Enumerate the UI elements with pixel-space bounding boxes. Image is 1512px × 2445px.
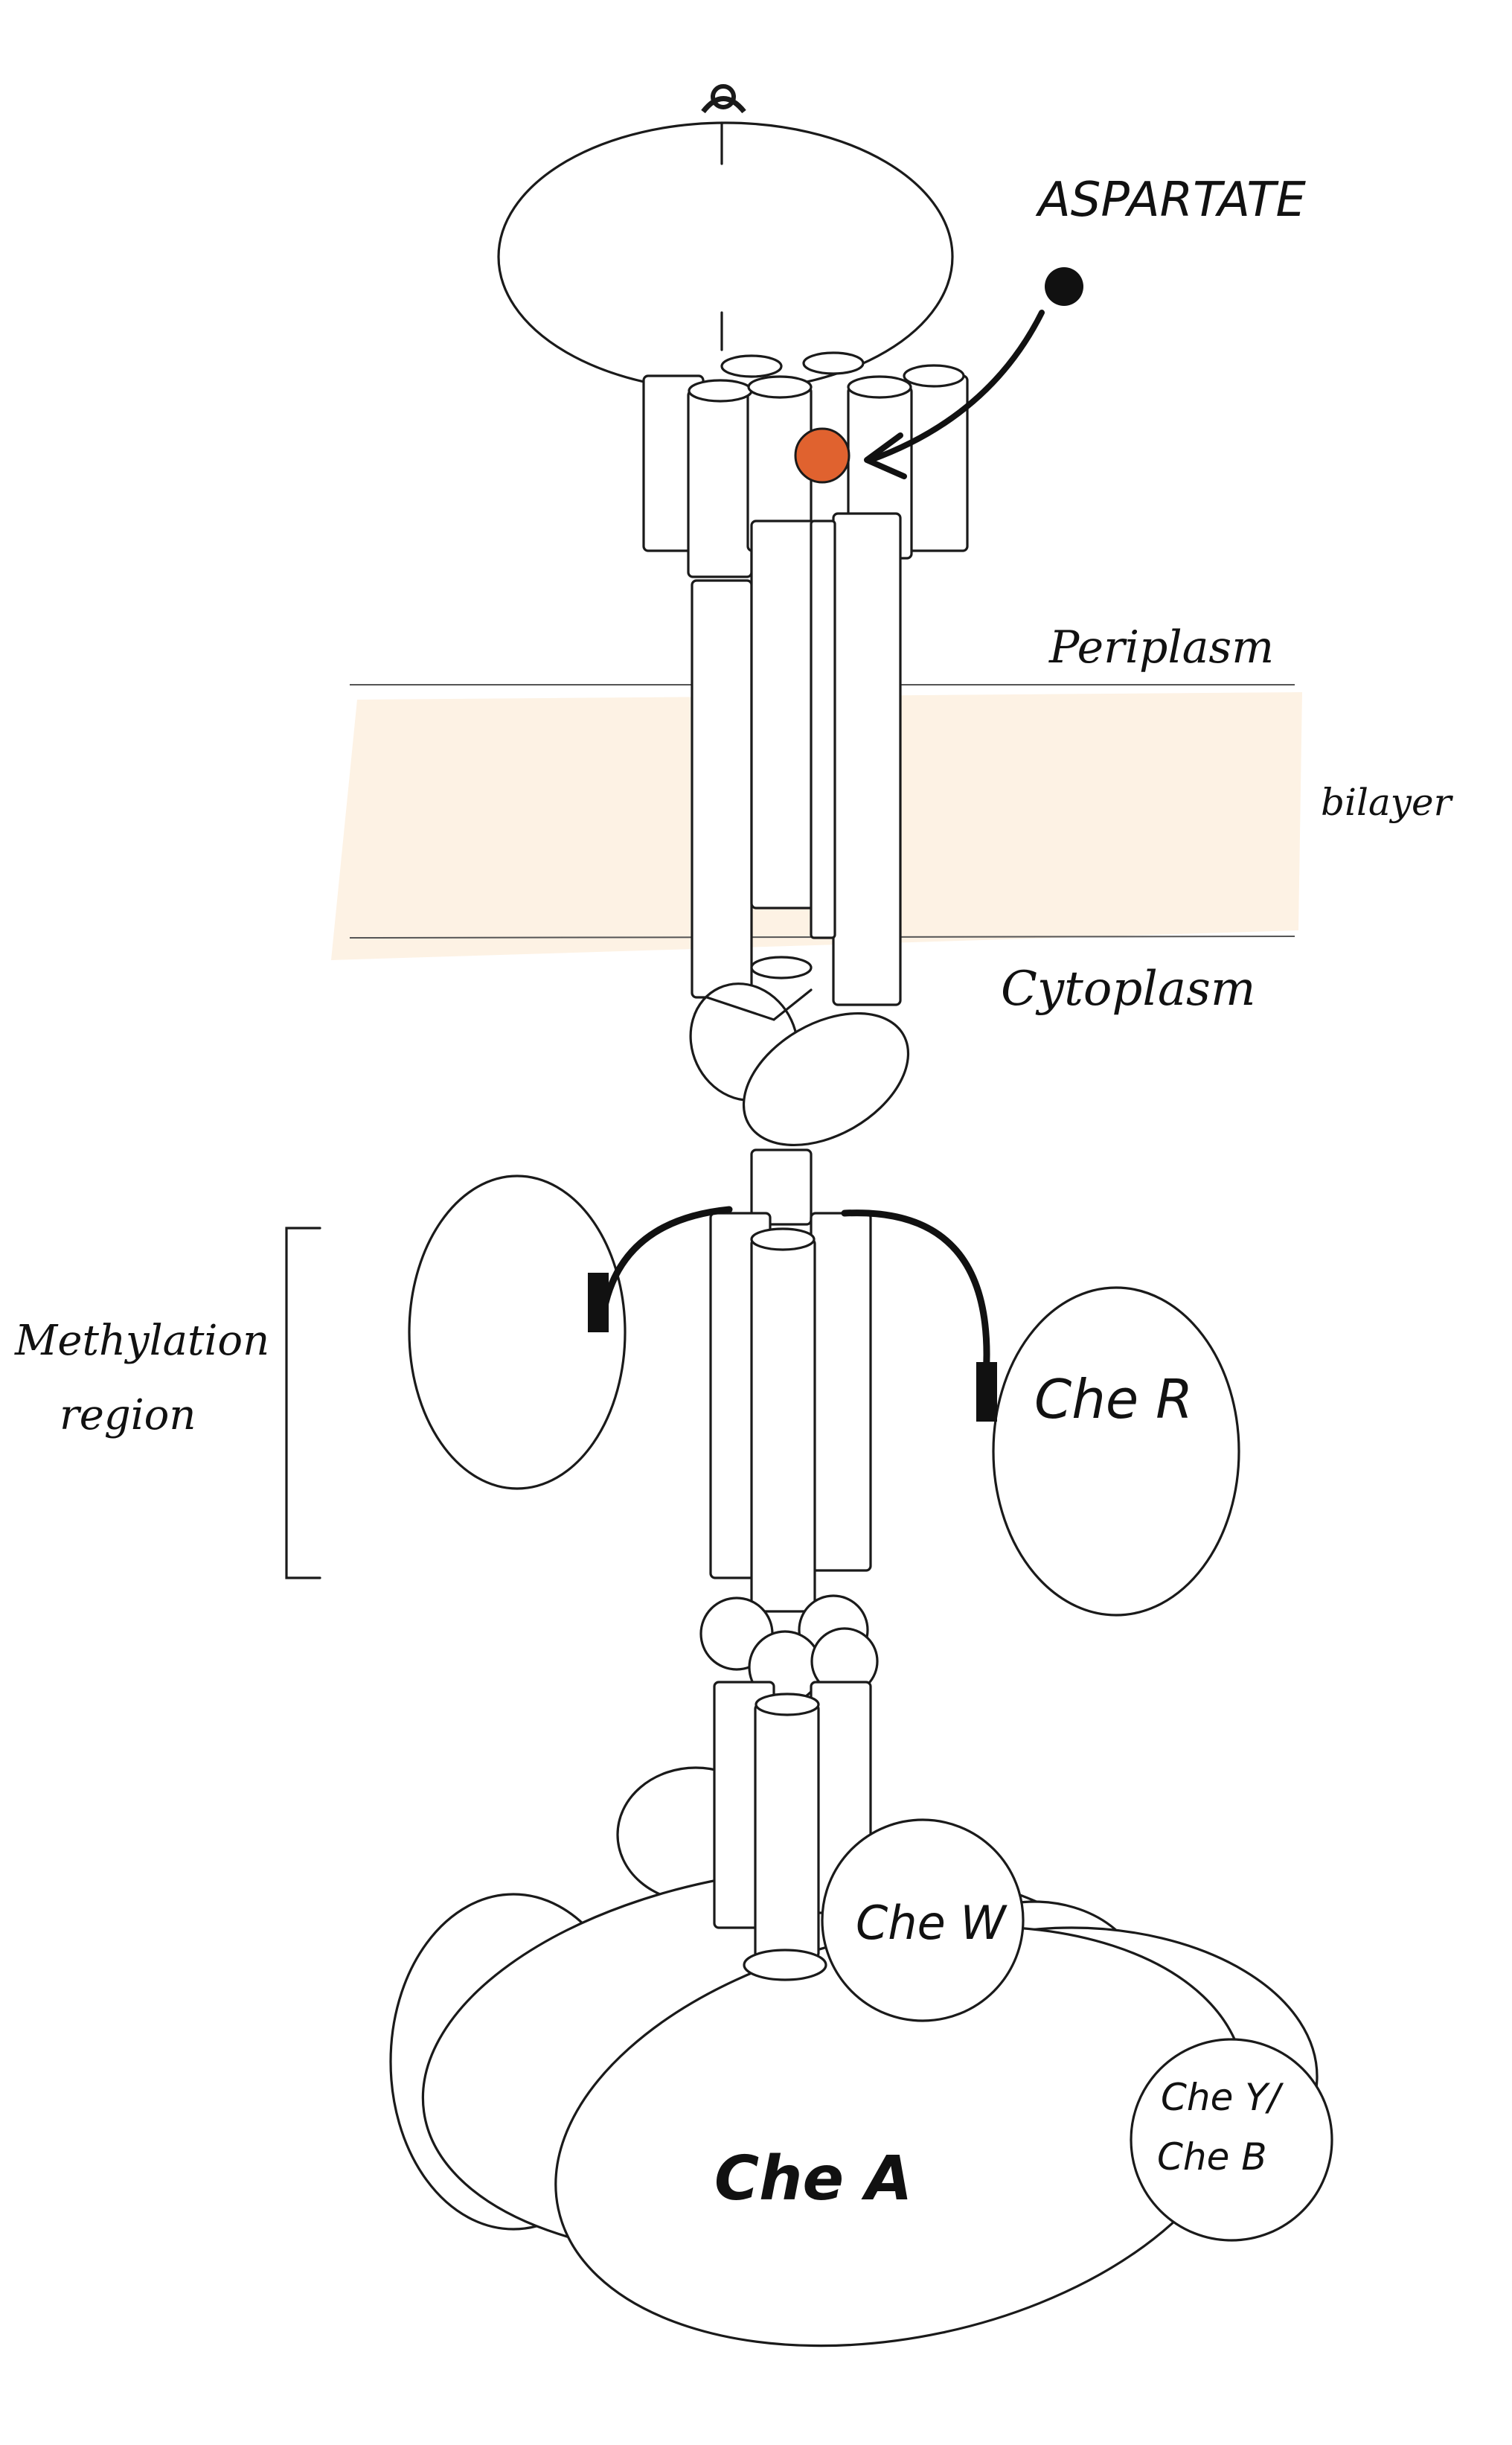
- chea-label: Che A: [714, 2144, 912, 2214]
- helix-m3: [750, 1238, 816, 1613]
- cher-right-ellipse: [992, 1286, 1240, 1617]
- helix-neck: [750, 1148, 813, 1226]
- helix-p2: [906, 374, 969, 552]
- methylation-label-line1: Methylation: [14, 1317, 269, 1365]
- ligand-arrow: [868, 310, 1045, 463]
- helix-tm3: [832, 512, 902, 1006]
- bilayer-label: bilayer: [1321, 781, 1454, 824]
- helix-m3-cap: [750, 1227, 816, 1251]
- helix-m2: [810, 1212, 872, 1572]
- tether-left-clip: [588, 1273, 609, 1332]
- helix-cap-3: [903, 364, 965, 388]
- helix-tm4: [810, 520, 836, 939]
- helix-cap-4: [688, 379, 753, 403]
- chey-circle: [1130, 2038, 1333, 2242]
- helix-tm2: [750, 520, 816, 910]
- aspartate-ligand: [1045, 267, 1083, 306]
- signaling-complex: Che A Che W Che Y/ Che B: [389, 1681, 1333, 2347]
- chew-label: Che W: [856, 1896, 1008, 1950]
- helix-l3-cap: [755, 1693, 820, 1716]
- cher-group: Che R: [408, 1174, 1240, 1617]
- binding-site-dot: [794, 427, 850, 484]
- methylation-helices: [709, 1148, 872, 1613]
- top-knob-cap: [701, 96, 746, 114]
- helix-tm1: [691, 579, 753, 999]
- tether-right: [841, 1209, 990, 1381]
- chew-circle: [821, 1818, 1025, 2022]
- helix-cap-6: [847, 375, 912, 399]
- hamp-domain: [689, 982, 910, 1147]
- hamp-connector: [705, 988, 813, 1021]
- chey-label-line2: Che B: [1157, 2135, 1267, 2179]
- bracket-line: [285, 1227, 321, 1579]
- hamp-lobe-right: [742, 1011, 910, 1147]
- periplasm-label: Periplasm: [1048, 621, 1274, 674]
- helix-foot: [743, 1949, 827, 1981]
- helix-cap-1: [720, 354, 783, 378]
- cher-left-ellipse: [408, 1174, 627, 1490]
- helix-p3: [687, 389, 753, 578]
- tether-right-clip: [976, 1362, 997, 1422]
- chey-label-line1: Che Y/: [1161, 2076, 1284, 2119]
- helix-cap-2: [802, 351, 865, 375]
- periplasmic-domain: [497, 84, 954, 392]
- helix-tm-cap: [750, 956, 813, 979]
- cytoplasm-label: Cytoplasm: [1001, 962, 1256, 1017]
- ligand-group: [864, 267, 1083, 479]
- cher-label: Che R: [1034, 1368, 1193, 1431]
- helix-cap-5: [747, 375, 813, 399]
- transmembrane-helices: [691, 512, 902, 1006]
- aspartate-label: ASPARTATE: [1035, 173, 1307, 228]
- ligand-arrow-head: [864, 432, 907, 479]
- helix-l3: [754, 1703, 820, 1959]
- periplasmic-head: [497, 121, 954, 392]
- methylation-label-line2: region: [60, 1391, 196, 1439]
- methylation-bracket: Methylation region: [14, 1227, 321, 1579]
